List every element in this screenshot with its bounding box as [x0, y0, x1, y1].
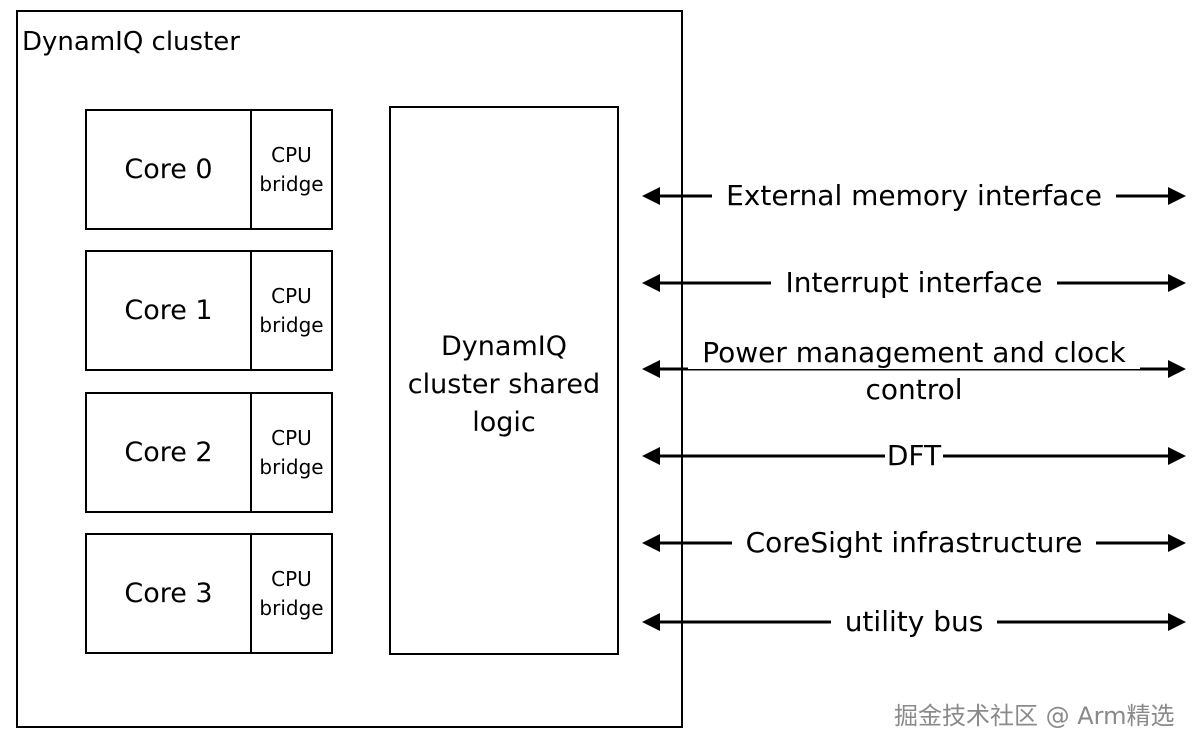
core-3-block: Core 3 CPU bridge: [85, 533, 333, 654]
core-2-block: Core 2 CPU bridge: [85, 392, 333, 513]
dft-interface: DFT: [640, 436, 1188, 476]
interface-label-text: CoreSight infrastructure: [731, 526, 1097, 559]
cpu-bridge-3-line2: bridge: [259, 595, 324, 620]
cpu-bridge-1-line1: CPU: [271, 283, 312, 308]
shared-logic-line3: logic: [472, 407, 536, 438]
power-management-interface: Power management and clock control: [640, 336, 1188, 406]
cpu-bridge-1-line2: bridge: [259, 312, 324, 337]
cpu-bridge-2: CPU bridge: [252, 394, 331, 511]
cpu-bridge-0: CPU bridge: [252, 111, 331, 228]
core-2-label: Core 2: [87, 394, 252, 511]
cpu-bridge-3-line1: CPU: [271, 566, 312, 591]
shared-logic-box: DynamIQ cluster shared logic: [389, 106, 619, 655]
cpu-bridge-0-line1: CPU: [271, 142, 312, 167]
core-1-label: Core 1: [87, 252, 252, 369]
interface-label: utility bus: [640, 603, 1188, 641]
cpu-bridge-0-line2: bridge: [259, 171, 324, 196]
shared-logic-line1: DynamIQ: [441, 331, 567, 362]
watermark: 掘金技术社区 @ Arm精选: [894, 702, 1175, 730]
interface-label-text: DFT: [884, 439, 944, 472]
cpu-bridge-3: CPU bridge: [252, 535, 331, 652]
coresight-interface: CoreSight infrastructure: [640, 523, 1188, 563]
external-memory-interface: External memory interface: [640, 176, 1188, 216]
utility-bus-interface: utility bus: [640, 602, 1188, 642]
core-3-label: Core 3: [87, 535, 252, 652]
interface-label: Interrupt interface: [640, 264, 1188, 302]
core-0-block: Core 0 CPU bridge: [85, 109, 333, 230]
shared-logic-line2: cluster shared: [407, 369, 601, 400]
core-1-block: Core 1 CPU bridge: [85, 250, 333, 371]
interrupt-interface: Interrupt interface: [640, 263, 1188, 303]
interface-label-text: Interrupt interface: [771, 266, 1057, 299]
cpu-bridge-2-line1: CPU: [271, 425, 312, 450]
interface-label: Power management and clock: [640, 334, 1188, 372]
interface-label: DFT: [640, 437, 1188, 475]
interface-label-text-line2: control: [851, 373, 977, 406]
interface-label-line2: control: [640, 371, 1188, 409]
cluster-title: DynamIQ cluster: [22, 27, 240, 57]
interface-label-text: utility bus: [830, 605, 998, 638]
interface-label-text: External memory interface: [712, 179, 1116, 212]
interface-label: External memory interface: [640, 177, 1188, 215]
core-0-label: Core 0: [87, 111, 252, 228]
cpu-bridge-1: CPU bridge: [252, 252, 331, 369]
double-arrow-icon: [642, 360, 1186, 378]
interface-label: CoreSight infrastructure: [640, 524, 1188, 562]
cpu-bridge-2-line2: bridge: [259, 454, 324, 479]
shared-logic-label: DynamIQ cluster shared logic: [391, 328, 617, 442]
interface-label-text: Power management and clock: [688, 336, 1140, 369]
